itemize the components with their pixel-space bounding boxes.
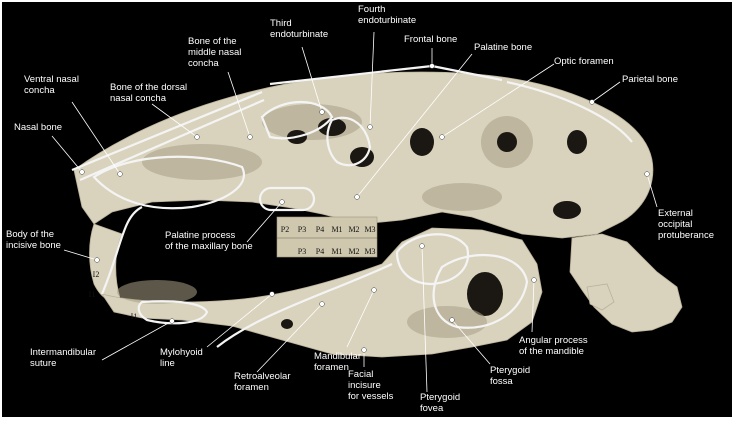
frontal-bone-marker	[430, 64, 435, 69]
lower-tooth-m2: M2	[348, 247, 359, 256]
facial-incisure-label-line: Facial	[348, 369, 373, 380]
upper-tooth-m3: M3	[364, 225, 375, 234]
frontal-bone-label-line: Frontal bone	[404, 34, 457, 45]
external-occipital-marker	[645, 172, 650, 177]
incisive-bone-marker	[95, 258, 100, 263]
dorsal-nasal-concha-marker	[195, 135, 200, 140]
nasal-bone-label: Nasal bone	[14, 122, 62, 133]
external-occipital-label-line: External	[658, 208, 693, 219]
optic-foramen-label: Optic foramen	[554, 56, 614, 67]
nasal-bone-label-line: Nasal bone	[14, 122, 62, 133]
mylohyoid-line-marker	[270, 292, 275, 297]
palatine-process-marker	[280, 200, 285, 205]
nasal-bone-marker	[80, 170, 85, 175]
optic-foramen-marker	[440, 135, 445, 140]
third-endoturbinate-label-line: endoturbinate	[270, 29, 328, 40]
facial-incisure-label-line: for vessels	[348, 391, 394, 402]
fourth-endoturbinate-label-line: Fourth	[358, 4, 385, 15]
incisive-bone-label-line: incisive bone	[6, 240, 61, 251]
lower-tooth-p3: P3	[298, 247, 306, 256]
retroalveolar-foramen-marker	[320, 302, 325, 307]
lower-tooth-m1: M1	[331, 247, 342, 256]
angular-process-marker	[532, 278, 537, 283]
incisor-i1-upper: I1	[89, 290, 96, 299]
intermandibular-suture-label-line: suture	[30, 358, 56, 369]
dorsal-nasal-concha-label-line: nasal concha	[110, 93, 167, 104]
external-occipital-label-line: occipital	[658, 219, 692, 230]
palatine-bone-marker	[355, 195, 360, 200]
external-occipital-label-line: protuberance	[658, 230, 714, 241]
ventral-nasal-concha-label-line: Ventral nasal	[24, 74, 79, 85]
ventral-nasal-concha-marker	[118, 172, 123, 177]
intermandibular-suture-label-line: Intermandibular	[30, 347, 96, 358]
pterygoid-fovea-label-line: Pterygoid	[420, 392, 460, 403]
upper-tooth-p4: P4	[316, 225, 324, 234]
upper-tooth-m1: M1	[331, 225, 342, 234]
pterygoid-fovea-marker	[420, 244, 425, 249]
middle-nasal-concha-marker	[248, 135, 253, 140]
palatine-process-label-line: Palatine process	[165, 230, 235, 241]
frontal-bone-label: Frontal bone	[404, 34, 457, 45]
incisive-bone-label-line: Body of the	[6, 229, 54, 240]
third-endoturbinate-marker	[320, 110, 325, 115]
middle-nasal-concha-label-line: concha	[188, 58, 219, 69]
third-endoturbinate-label-line: Third	[270, 18, 292, 29]
mandibular-foramen-marker	[372, 288, 377, 293]
angular-process-label-line: of the mandible	[519, 346, 584, 357]
upper-tooth-p3: P3	[298, 225, 306, 234]
dorsal-nasal-concha-label-line: Bone of the dorsal	[110, 82, 187, 93]
angular-process-label-line: Angular process	[519, 335, 588, 346]
lower-tooth-m3: M3	[364, 247, 375, 256]
optic-foramen-label-line: Optic foramen	[554, 56, 614, 67]
facial-incisure-marker	[362, 348, 367, 353]
incisor-i2: I2	[93, 270, 100, 279]
retroalveolar-foramen-label-line: foramen	[234, 382, 269, 393]
parietal-bone-label-line: Parietal bone	[622, 74, 678, 85]
pterygoid-fossa-label-line: Pterygoid	[490, 365, 530, 376]
pterygoid-fovea-label-line: fovea	[420, 403, 444, 414]
middle-nasal-concha-label-line: middle nasal	[188, 47, 241, 58]
lower-tooth-p4: P4	[316, 247, 324, 256]
intermandibular-suture-marker	[170, 319, 175, 324]
facial-incisure-label-line: incisure	[348, 380, 381, 391]
upper-tooth-m2: M2	[348, 225, 359, 234]
mylohyoid-line-label-line: line	[160, 358, 175, 369]
mylohyoid-line-label-line: Mylohyoid	[160, 347, 203, 358]
palatine-process-label-line: of the maxillary bone	[165, 241, 253, 252]
pterygoid-fossa-label-line: fossa	[490, 376, 513, 387]
fourth-endoturbinate-marker	[368, 125, 373, 130]
mandibular-foramen-label-line: foramen	[314, 362, 349, 373]
mandibular-foramen-label-line: Mandibular	[314, 351, 361, 362]
parietal-bone-label: Parietal bone	[622, 74, 678, 85]
parietal-bone-marker	[590, 100, 595, 105]
retroalveolar-foramen-label-line: Retroalveolar	[234, 371, 291, 382]
skull-figure: P2P3P4M1M2M3P3P4M1M2M3I2I1I1 Thirdendotu…	[2, 2, 732, 417]
middle-nasal-concha-label-line: Bone of the	[188, 36, 237, 47]
palatine-bone-label: Palatine bone	[474, 42, 532, 53]
palatine-bone-label-line: Palatine bone	[474, 42, 532, 53]
fourth-endoturbinate-label-line: endoturbinate	[358, 15, 416, 26]
upper-tooth-p2: P2	[281, 225, 289, 234]
ventral-nasal-concha-label-line: concha	[24, 85, 55, 96]
incisor-i1-lower: I1	[131, 312, 138, 321]
pterygoid-fossa-marker	[450, 318, 455, 323]
